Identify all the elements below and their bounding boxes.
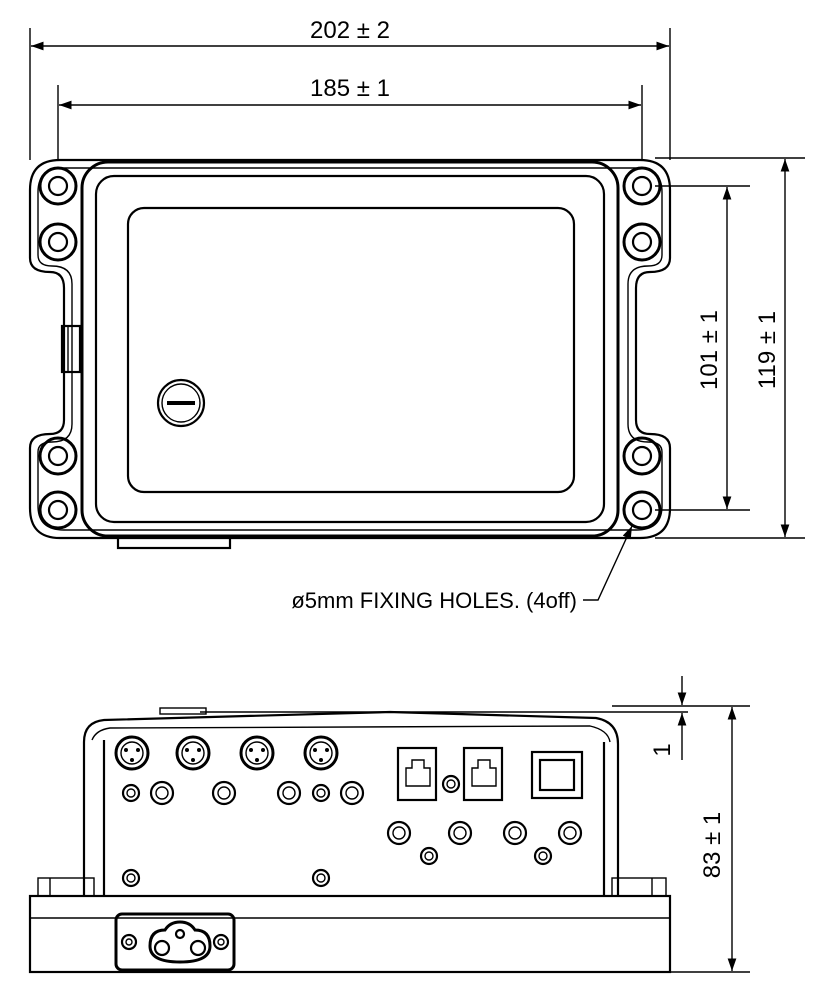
- rj-jack-2: [462, 746, 504, 802]
- power-switch: [530, 750, 584, 800]
- circular-connector-3: [239, 735, 275, 771]
- enclosure-body: [80, 160, 620, 538]
- socket-row-2: [121, 820, 583, 888]
- fixing-holes-note: ø5mm FIXING HOLES. (4off): [291, 588, 577, 613]
- front-view: 1 83 ± 1: [28, 676, 750, 974]
- rj-jack-1: [396, 746, 438, 802]
- base-flange: [28, 894, 672, 974]
- bottom-tab: [116, 534, 232, 550]
- mounting-hole-top-left-2: [38, 222, 78, 262]
- fixing-hole-leader: [583, 525, 633, 601]
- socket-row-1: [121, 780, 365, 806]
- led-indicator: [441, 774, 461, 794]
- mounting-hole-bottom-left: [38, 490, 78, 530]
- circular-connector-2: [175, 735, 211, 771]
- mounting-hole-bottom-right: [622, 490, 662, 530]
- dim-hole-spacing-height: 101 ± 1: [696, 310, 723, 390]
- dim-overall-height: 119 ± 1: [754, 311, 781, 389]
- dim-lid-offset: 1: [649, 743, 676, 756]
- lock-screw-icon: [156, 378, 206, 428]
- side-connector: [60, 324, 82, 374]
- top-view: 202 ± 2 185 ± 1 101 ± 1 119 ± 1: [28, 17, 805, 613]
- power-inlet-icon: [114, 912, 236, 972]
- enclosure-flange-outline: [28, 158, 672, 540]
- circular-connector-1: [114, 735, 150, 771]
- mounting-hole-bottom-right-2: [622, 436, 662, 476]
- circular-connector-4: [303, 735, 339, 771]
- mounting-hole-bottom-left-2: [38, 436, 78, 476]
- dim-overall-width: 202 ± 2: [310, 17, 390, 44]
- dim-hole-spacing-width: 185 ± 1: [310, 75, 390, 102]
- mounting-hole-top-left: [38, 166, 78, 206]
- dim-overall-depth: 83 ± 1: [699, 812, 726, 879]
- lid-panel: [126, 206, 576, 494]
- mounting-hole-top-right-2: [622, 222, 662, 262]
- lid-profile: [82, 710, 620, 896]
- mounting-hole-top-right: [622, 166, 662, 206]
